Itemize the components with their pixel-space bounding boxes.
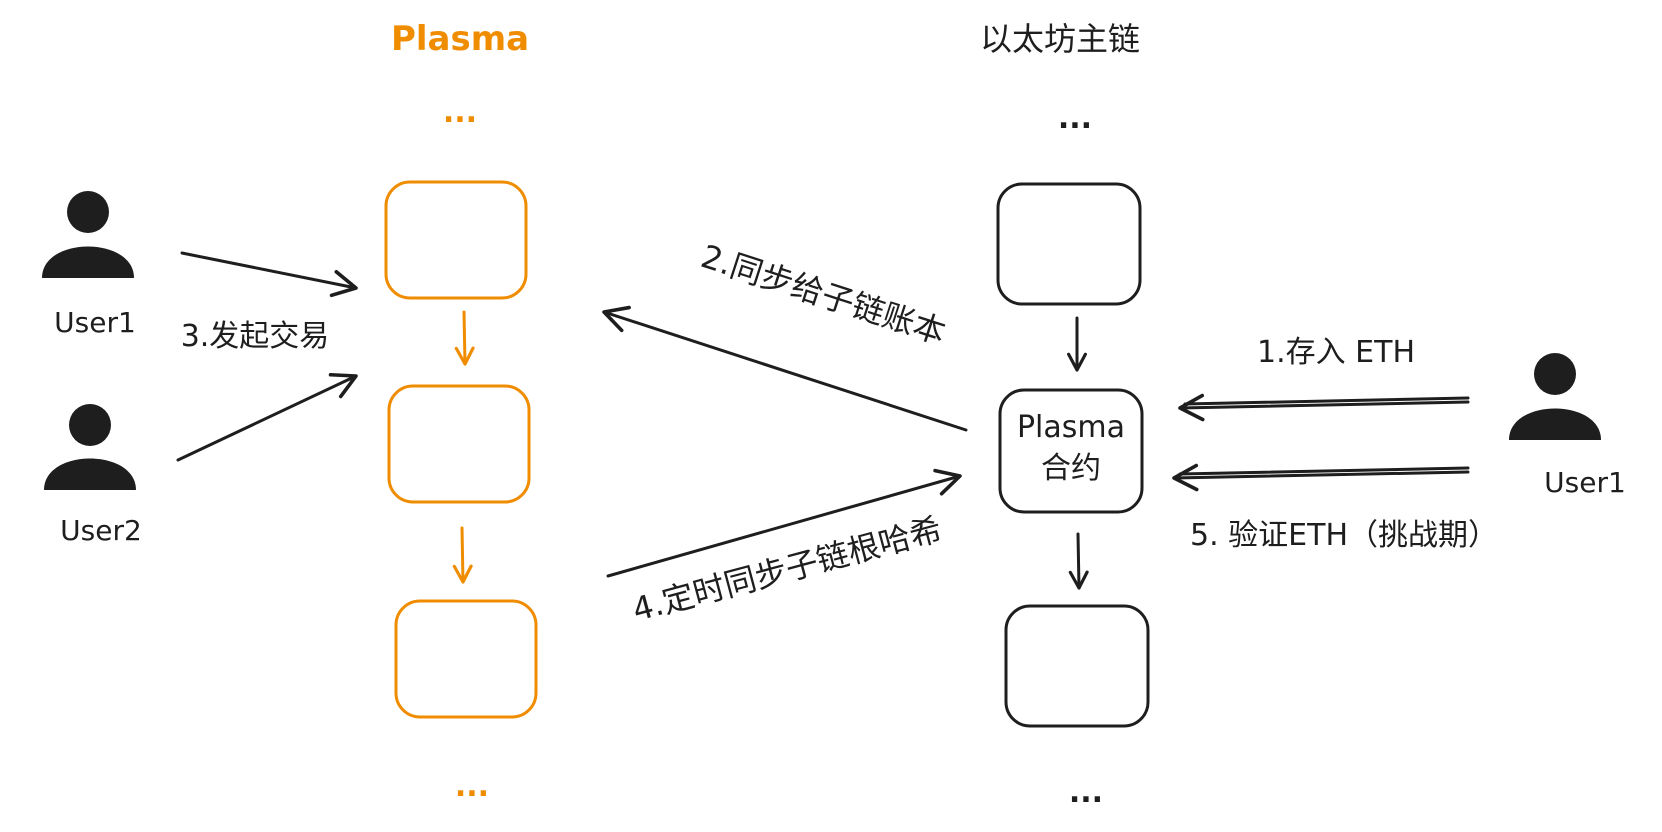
- step5-label: 5. 验证ETH（挑战期）: [1190, 518, 1498, 553]
- step4-label: 4.定时同步子链根哈希: [628, 510, 946, 629]
- mainchain-ellipsis-top: ...: [1058, 101, 1092, 136]
- user1-right-label: User1: [1544, 466, 1626, 499]
- plasma-contract-box: [998, 388, 1144, 514]
- step1-label: 1.存入 ETH: [1257, 335, 1415, 370]
- plasma-block-1: [384, 180, 528, 300]
- plasma-arrow-1-2: [454, 310, 475, 366]
- user2-left-label: User2: [60, 514, 142, 547]
- plasma-arrow-2-3: [452, 526, 473, 584]
- plasma-block-3: [394, 599, 538, 719]
- mainchain-block-3: [1004, 604, 1150, 728]
- step1-arrow-stroke2: [1183, 396, 1470, 406]
- plasma-ellipsis-bottom: ...: [455, 769, 489, 804]
- contract-label-line1: Plasma: [1017, 410, 1125, 445]
- plasma-ellipsis-top: ...: [443, 95, 477, 130]
- step5-arrow: [1172, 463, 1470, 492]
- mainchain-title: 以太坊主链: [980, 20, 1140, 58]
- plasma-block-2: [387, 384, 531, 504]
- step3-arrow-user2: [176, 372, 358, 462]
- mainchain-ellipsis-bottom: ...: [1069, 775, 1103, 810]
- plasma-title: Plasma: [391, 19, 529, 59]
- user1-left-label: User1: [54, 306, 136, 339]
- user-icon-left-1: [42, 191, 134, 278]
- step4-arrow: [606, 468, 962, 578]
- step1-arrow: [1178, 393, 1470, 422]
- step3-arrow-user1: [180, 251, 358, 298]
- step2-label: 2.同步给子链账本: [696, 237, 950, 352]
- step3-label: 3.发起交易: [181, 319, 330, 354]
- user-icon-right-1: [1509, 353, 1601, 440]
- contract-label-line2: 合约: [1041, 451, 1101, 486]
- mainchain-arrow-2-3: [1068, 532, 1089, 590]
- step5-arrow-stroke2: [1178, 466, 1470, 476]
- mainchain-block-1: [996, 182, 1142, 306]
- step2-arrow: [602, 305, 968, 432]
- user-icon-left-2: [44, 404, 136, 490]
